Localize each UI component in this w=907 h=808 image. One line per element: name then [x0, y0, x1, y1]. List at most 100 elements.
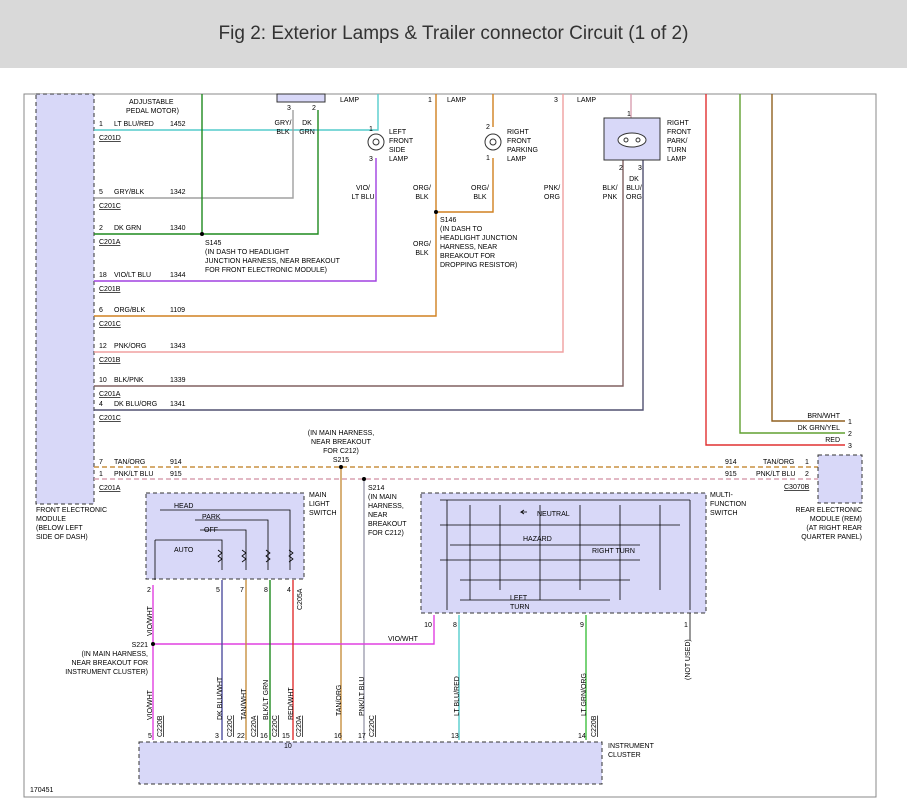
- front-electronic-module: [35, 93, 95, 505]
- trailer-pin-3: 3: [848, 443, 852, 450]
- left-front-side-lamp-label-3: SIDE: [389, 147, 406, 154]
- fem-circuit-1340: 1340: [170, 225, 186, 232]
- s214-label-1: S214: [368, 485, 384, 492]
- left-front-side-lamp: 1 3 LEFT FRONT SIDE LAMP: [367, 126, 414, 163]
- mls-pin-4: 4: [287, 587, 291, 594]
- mls-label-2: LIGHT: [309, 501, 330, 508]
- ic-color-14: LT GRN/ORG: [581, 673, 588, 716]
- wire-1109-parking: [436, 158, 494, 213]
- label-gry-blk-2: BLK: [276, 129, 290, 136]
- mfs-pin-8: 8: [453, 622, 457, 629]
- fem-label-4: SIDE OF DASH): [36, 534, 88, 541]
- left-front-side-lamp-label-4: LAMP: [389, 156, 408, 163]
- mls-pin-2: 2: [147, 587, 151, 594]
- wire-1341: [94, 160, 644, 411]
- right-front-parking-lamp-label-1: RIGHT: [507, 129, 530, 136]
- s215-label-3: FOR C212): [323, 448, 359, 455]
- fem-color-1339: BLK/PNK: [114, 377, 144, 384]
- ic-pin-17: 17: [358, 733, 366, 740]
- s221-label-4: INSTRUMENT CLUSTER): [65, 669, 148, 676]
- fem-conn-915: C201A: [99, 485, 121, 492]
- s214-label-4: NEAR: [368, 512, 387, 519]
- fem-color-1340: DK GRN: [114, 225, 141, 232]
- s221-label-1: S221: [132, 642, 148, 649]
- s145-label-2: (IN DASH TO HEADLIGHT: [205, 249, 290, 256]
- mls-c205a: C205A: [297, 588, 304, 610]
- fem-circuit-1344: 1344: [170, 272, 186, 279]
- mls-pin-7: 7: [240, 587, 244, 594]
- ic-conn-5: C220B: [157, 715, 164, 737]
- fem-color-1109: ORG/BLK: [114, 307, 145, 314]
- lamp-label-3: LAMP: [577, 97, 596, 104]
- ic-conn-16a: C220C: [272, 715, 279, 737]
- svg-text:2: 2: [619, 165, 623, 172]
- fem-pin-1452: 1: [99, 121, 103, 128]
- ic-pin-22: 22: [237, 733, 245, 740]
- wire-1342: [94, 110, 294, 199]
- right-front-parking-lamp-label-3: PARKING: [507, 147, 538, 154]
- fem-pin-1342: 5: [99, 189, 103, 196]
- title-bar: Fig 2: Exterior Lamps & Trailer connecto…: [0, 0, 907, 68]
- pin-lamp-3b: 3: [554, 97, 558, 104]
- s215-label-2: NEAR BREAKOUT: [311, 439, 372, 446]
- park-turn-lamp-label-4: TURN: [667, 147, 686, 154]
- s214-label-2: (IN MAIN: [368, 494, 397, 501]
- mfs-neutral: NEUTRAL: [537, 511, 570, 518]
- rem-label-1: REAR ELECTRONIC: [795, 507, 862, 514]
- label-pnk-org-2: ORG: [544, 194, 560, 201]
- lamp-label-1: LAMP: [340, 97, 359, 104]
- ic-color-16a: BLK/LT GRN: [263, 680, 270, 720]
- wire-1344: [94, 158, 377, 282]
- fem-circuit-1452: 1452: [170, 121, 186, 128]
- mls-head: HEAD: [174, 503, 193, 510]
- adjustable-pedal-label-2: PEDAL MOTOR): [126, 108, 179, 115]
- s215-label-4: S215: [333, 457, 349, 464]
- fem-circuit-1109: 1109: [170, 307, 185, 314]
- right-front-parking-lamp: 2 1 RIGHT FRONT PARKING LAMP: [484, 124, 538, 163]
- wire-1343: [94, 94, 564, 353]
- fem-pin-915: 1: [99, 471, 103, 478]
- ic-pin-16b: 16: [334, 733, 342, 740]
- diagram-frame: [23, 93, 877, 798]
- label-org-blk-3a: ORG/: [413, 241, 431, 248]
- rem-color-914: TAN/ORG: [763, 459, 794, 466]
- fem-color-915: PNK/LT BLU: [114, 471, 153, 478]
- mfs-hazard: HAZARD: [523, 536, 552, 543]
- page-title: Fig 2: Exterior Lamps & Trailer connecto…: [218, 23, 689, 44]
- ic-color-5: VIO/WHT: [147, 689, 154, 720]
- fem-pin-1339: 10: [99, 377, 107, 384]
- label-vio-lt-blu-1: VIO/: [356, 185, 370, 192]
- wire-1452: [94, 94, 379, 131]
- mls-label-3: SWITCH: [309, 510, 337, 517]
- mfs-contacts: [440, 499, 691, 610]
- s221-label-2: (IN MAIN HARNESS,: [81, 651, 148, 658]
- ic-color-16b: TAN/ORG: [336, 685, 343, 716]
- s214-label-3: HARNESS,: [368, 503, 404, 510]
- left-front-side-lamp-label-2: FRONT: [389, 138, 414, 145]
- s221-label-3: NEAR BREAKOUT FOR: [72, 660, 149, 667]
- s145-label-1: S145: [205, 240, 221, 247]
- ic-conn-22: C220A: [251, 715, 258, 737]
- svg-text:1: 1: [369, 126, 373, 133]
- fem-circuit-1339: 1339: [170, 377, 186, 384]
- label-blk-pnk-2: PNK: [603, 194, 618, 201]
- mfs-left-turn-1: LEFT: [510, 595, 528, 602]
- pin-lamp-2: 2: [312, 105, 316, 112]
- mfs-pin-10: 10: [424, 622, 432, 629]
- s215-label-1: (IN MAIN HARNESS,: [308, 430, 375, 437]
- s214-label-5: BREAKOUT: [368, 521, 407, 528]
- right-front-parking-lamp-label-2: FRONT: [507, 138, 532, 145]
- ic-conn-14: C220B: [591, 715, 598, 737]
- splice-s221: [151, 642, 155, 646]
- trailer-pin-2: 2: [848, 431, 852, 438]
- park-turn-lamp-label-1: RIGHT: [667, 120, 690, 127]
- ic-pin-10: 10: [284, 743, 292, 750]
- mfs-left-turn-2: TURN: [510, 604, 529, 611]
- label-org-blk-2a: ORG/: [471, 185, 489, 192]
- fem-conn-1339: C201A: [99, 391, 121, 398]
- mfs-label-2: FUNCTION: [710, 501, 746, 508]
- mls-label-1: MAIN: [309, 492, 327, 499]
- svg-text:2: 2: [486, 124, 490, 131]
- fem-conn-1452: C201D: [99, 135, 121, 142]
